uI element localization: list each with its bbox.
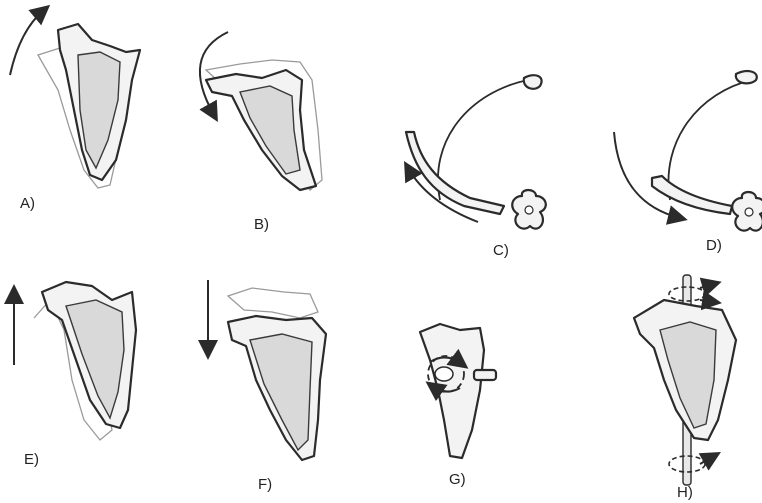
panel-c-illustration: [406, 75, 546, 228]
panel-g-illustration: [420, 324, 496, 458]
panel-a-illustration: [10, 10, 140, 188]
curved-arrow-icon: [10, 10, 44, 75]
panel-h-illustration: [634, 275, 736, 485]
panel-b-illustration: [200, 32, 322, 190]
panel-e-illustration: [14, 282, 136, 440]
scapula-icon: [406, 132, 504, 214]
scapula-icon: [652, 176, 732, 214]
panel-label-e: E): [24, 452, 39, 467]
panel-label-h: H): [677, 485, 693, 500]
panel-d-illustration: [614, 71, 762, 231]
panel-label-d: D): [706, 238, 722, 253]
vertebra-icon: [732, 192, 762, 231]
rotation-arrow-icon: [700, 284, 714, 288]
curved-arrow-icon: [614, 132, 680, 218]
vertebra-icon: [512, 190, 546, 229]
panel-label-g: G): [449, 472, 466, 487]
panel-label-c: C): [493, 243, 509, 258]
rotation-arrow-icon: [700, 456, 714, 464]
curved-arrow-icon: [200, 32, 228, 115]
panel-label-b: B): [254, 217, 269, 232]
panel-f-illustration: [208, 280, 326, 460]
panel-label-a: A): [20, 196, 35, 211]
panel-label-f: F): [258, 477, 272, 492]
